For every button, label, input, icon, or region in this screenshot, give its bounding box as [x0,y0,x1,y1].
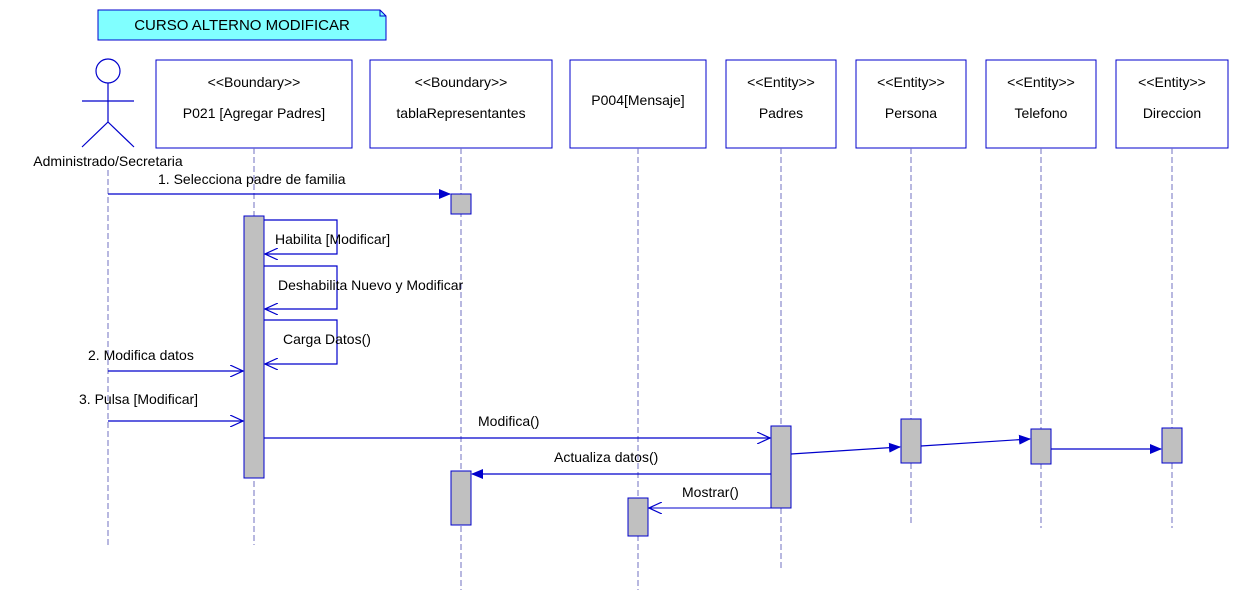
message-label-carga-datos: Carga Datos() [283,331,371,347]
actor-left-leg [81,121,109,148]
lifeline-name: tablaRepresentantes [396,105,525,121]
activation-persona [900,418,922,464]
lifeline-stereotype: <<Entity>> [747,74,815,90]
note: CURSO ALTERNO MODIFICAR [97,9,387,41]
lifeline-stereotype: <<Entity>> [1007,74,1075,90]
message-arrow-deshabilita [264,265,338,309]
lifeline-header-p021: <<Boundary>> P021 [Agregar Padres] [155,59,353,149]
lifeline-stereotype: <<Entity>> [1138,74,1206,90]
lifeline-name: Padres [759,105,803,121]
message-label-mostrar: Mostrar() [682,484,739,500]
message-arrow-carga-datos [264,319,338,364]
lifeline-stereotype: <<Boundary>> [208,74,301,90]
note-label: CURSO ALTERNO MODIFICAR [134,17,350,34]
lifeline-name: Telefono [1015,105,1068,121]
lifeline-name: Persona [885,105,937,121]
message-arrow-persona-telefono [920,434,1031,447]
actor-name: Administrado/Secretaria [33,153,183,169]
message-label-deshabilita: Deshabilita Nuevo y Modificar [278,277,464,293]
message-label-pulsa: 3. Pulsa [Modificar] [79,391,198,407]
lifeline-name: P021 [Agregar Padres] [183,105,325,121]
lifeline-header-tabla: <<Boundary>> tablaRepresentantes [369,59,553,149]
actor-right-leg [107,121,135,148]
lifeline-header-p004: P004[Mensaje] [569,59,707,149]
actor-head [95,58,121,84]
actor [81,58,135,148]
lifeline-header-telefono: <<Entity>> Telefono [985,59,1097,149]
message-label-habilita: Habilita [Modificar] [275,231,390,247]
message-arrow-padres-persona [790,442,901,455]
message-label-modifica-datos: 2. Modifica datos [88,347,194,363]
lifeline-stereotype: <<Entity>> [877,74,945,90]
lifeline-stereotype: <<Boundary>> [415,74,508,90]
message-label-selecciona: 1. Selecciona padre de familia [158,171,346,187]
message-label-actualiza: Actualiza datos() [554,449,658,465]
lifeline-name: Direccion [1143,105,1201,121]
lifeline-header-padres: <<Entity>> Padres [725,59,837,149]
lifeline-header-persona: <<Entity>> Persona [855,59,967,149]
activation-tabla-1 [450,193,472,215]
activation-tabla-2 [450,470,472,526]
activation-p004 [627,497,649,537]
activation-direccion [1161,427,1183,464]
lifeline-header-direccion: <<Entity>> Direccion [1115,59,1229,149]
message-label-modifica: Modifica() [478,413,539,429]
activation-p021 [243,215,265,479]
activation-padres [770,425,792,509]
lifeline-name: P004[Mensaje] [591,92,684,108]
activation-telefono [1030,428,1052,465]
message-arrow-habilita [264,219,338,254]
